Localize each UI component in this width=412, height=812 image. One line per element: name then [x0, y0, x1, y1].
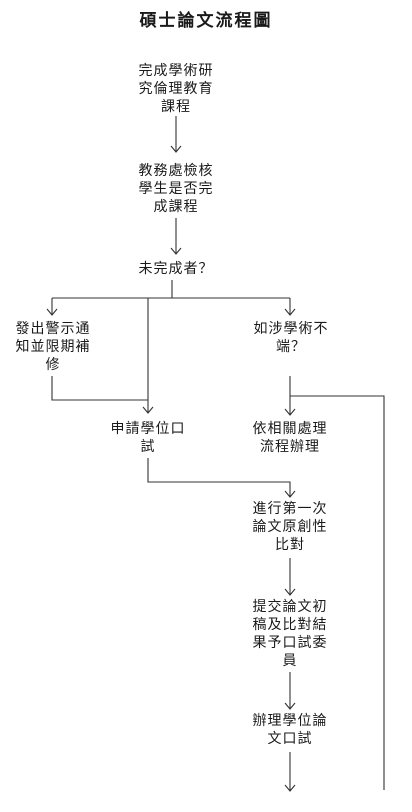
arrowhead: [46, 308, 58, 316]
connector: [147, 458, 291, 496]
arrowhead: [284, 490, 296, 498]
page-title: 碩士論文流程圖: [139, 11, 273, 31]
connector: [51, 376, 148, 401]
node-first-check: 進行第一次 論文原創性 比對: [252, 501, 328, 553]
arrowhead: [284, 784, 296, 792]
node-ethics-course: 完成學術研 究倫理教育 課程: [138, 63, 214, 115]
node-office-check: 教務處檢核 學生是否完 成課程: [138, 163, 214, 215]
arrowhead: [284, 408, 296, 416]
arrowhead: [284, 588, 296, 596]
arrowhead: [284, 702, 296, 710]
node-warning: 發出警示通 知並限期補 修: [15, 321, 91, 373]
arrowhead: [170, 247, 182, 255]
node-hold-oral: 辦理學位論 文口試: [252, 713, 328, 747]
arrowhead: [170, 145, 182, 153]
node-apply-oral: 申請學位口 試: [110, 421, 186, 455]
arrowhead: [284, 308, 296, 316]
connector: [290, 395, 385, 790]
node-submit-draft: 提交論文初 稿及比對結 果予口試委 員: [252, 599, 328, 669]
node-not-completed: 未完成者？: [138, 261, 214, 277]
node-misconduct: 如涉學術不 端？: [253, 321, 329, 355]
node-handle: 依相關處理 流程辦理: [252, 421, 328, 455]
arrowhead: [142, 406, 154, 414]
